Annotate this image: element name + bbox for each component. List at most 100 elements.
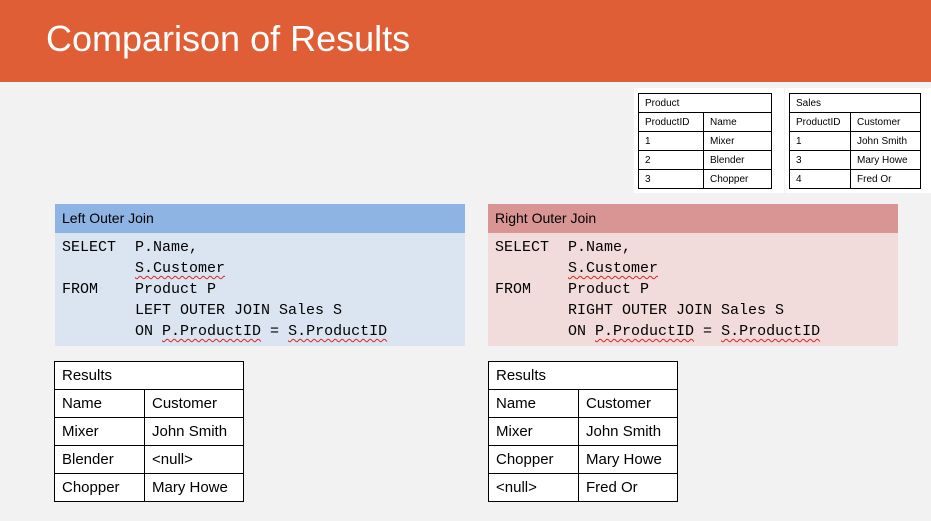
- table-cell: Mixer: [488, 417, 579, 446]
- table-header-cell: Customer: [144, 389, 244, 418]
- table-row: ProductID Name: [638, 112, 772, 132]
- table-row: Results: [488, 361, 678, 390]
- code-line: LEFT OUTER JOIN Sales S: [62, 300, 465, 321]
- sql-keyword: FROM: [495, 281, 532, 298]
- table-cell: 2: [638, 150, 704, 170]
- code-line: SELECT P.Name,: [495, 237, 898, 258]
- table-cell: John Smith: [144, 417, 244, 446]
- sql-text: ON: [135, 323, 163, 340]
- table-cell: Blender: [703, 150, 772, 170]
- table-header-cell: Customer: [578, 389, 678, 418]
- table-cell: Mary Howe: [144, 473, 244, 502]
- right-join-panel: Right Outer Join SELECT P.Name, S.Custome…: [488, 204, 898, 346]
- sql-text: RIGHT OUTER JOIN Sales S: [568, 302, 785, 319]
- table-cell: Mary Howe: [578, 445, 678, 474]
- table-cell: 3: [638, 169, 704, 189]
- left-results-table: Results Name Customer Mixer John Smith B…: [54, 361, 244, 502]
- table-row: Sales: [789, 93, 921, 113]
- sql-text: Product P: [135, 281, 217, 298]
- left-join-heading: Left Outer Join: [55, 204, 465, 233]
- sql-text: P.ProductID: [595, 323, 695, 340]
- product-table: Product ProductID Name 1 Mixer 2 Blender…: [638, 93, 772, 189]
- results-caption: Results: [488, 361, 678, 390]
- table-row: Results: [54, 361, 244, 390]
- product-table-panel: Product ProductID Name 1 Mixer 2 Blender…: [634, 88, 784, 193]
- table-cell: 3: [789, 150, 851, 170]
- sales-table-caption: Sales: [789, 93, 921, 113]
- table-row: 4 Fred Or: [789, 169, 921, 189]
- sql-text: S.ProductID: [288, 323, 388, 340]
- table-row: ProductID Customer: [789, 112, 921, 132]
- table-header-cell: Customer: [850, 112, 921, 132]
- sql-keyword: SELECT: [62, 239, 117, 256]
- right-join-code: SELECT P.Name, S.Customer FROM Product P R…: [488, 233, 898, 346]
- sql-text: LEFT OUTER JOIN Sales S: [135, 302, 343, 319]
- table-row: Name Customer: [488, 389, 678, 418]
- table-row: 2 Blender: [638, 150, 772, 170]
- table-cell: Blender: [54, 445, 145, 474]
- table-cell: Fred Or: [850, 169, 921, 189]
- table-cell: Mixer: [703, 131, 772, 151]
- table-header-cell: Name: [488, 389, 579, 418]
- table-cell: <null>: [488, 473, 579, 502]
- table-row: 3 Chopper: [638, 169, 772, 189]
- table-row: 3 Mary Howe: [789, 150, 921, 170]
- sql-text: =: [261, 323, 289, 340]
- code-line: FROM Product P: [62, 279, 465, 300]
- results-caption: Results: [54, 361, 244, 390]
- table-row: 1 John Smith: [789, 131, 921, 151]
- table-row: Product: [638, 93, 772, 113]
- sql-text: S.Customer: [568, 260, 659, 277]
- table-row: Mixer John Smith: [54, 417, 244, 446]
- table-header-cell: Name: [703, 112, 772, 132]
- table-cell: Chopper: [488, 445, 579, 474]
- table-header-cell: ProductID: [789, 112, 851, 132]
- table-cell: Mary Howe: [850, 150, 921, 170]
- slide-title: Comparison of Results: [46, 18, 411, 59]
- sales-table: Sales ProductID Customer 1 John Smith 3 …: [789, 93, 921, 189]
- table-row: Mixer John Smith: [488, 417, 678, 446]
- sql-text: P.Name,: [135, 239, 199, 256]
- sql-text: S.ProductID: [721, 323, 821, 340]
- code-line: S.Customer: [495, 258, 898, 279]
- right-results-table: Results Name Customer Mixer John Smith C…: [488, 361, 678, 502]
- table-row: Name Customer: [54, 389, 244, 418]
- table-row: Chopper Mary Howe: [488, 445, 678, 474]
- title-bar: Comparison of Results: [0, 0, 931, 82]
- right-join-heading: Right Outer Join: [488, 204, 898, 233]
- code-line: FROM Product P: [495, 279, 898, 300]
- sql-text: =: [694, 323, 722, 340]
- table-row: <null> Fred Or: [488, 473, 678, 502]
- table-row: 1 Mixer: [638, 131, 772, 151]
- sql-keyword: SELECT: [495, 239, 550, 256]
- table-cell: Fred Or: [578, 473, 678, 502]
- table-header-cell: ProductID: [638, 112, 704, 132]
- sales-table-panel: Sales ProductID Customer 1 John Smith 3 …: [785, 88, 931, 193]
- table-cell: John Smith: [850, 131, 921, 151]
- code-line: SELECT P.Name,: [62, 237, 465, 258]
- code-line: ON P.ProductID = S.ProductID: [495, 321, 898, 342]
- left-join-panel: Left Outer Join SELECT P.Name, S.Customer…: [55, 204, 465, 346]
- sql-text: P.Name,: [568, 239, 632, 256]
- table-cell: John Smith: [578, 417, 678, 446]
- sql-text: ON: [568, 323, 596, 340]
- table-row: Chopper Mary Howe: [54, 473, 244, 502]
- table-row: Blender <null>: [54, 445, 244, 474]
- code-line: RIGHT OUTER JOIN Sales S: [495, 300, 898, 321]
- table-cell: Chopper: [703, 169, 772, 189]
- sql-text: Product P: [568, 281, 650, 298]
- sql-text: P.ProductID: [162, 323, 262, 340]
- table-cell: Mixer: [54, 417, 145, 446]
- table-cell: Chopper: [54, 473, 145, 502]
- table-header-cell: Name: [54, 389, 145, 418]
- table-cell: 1: [638, 131, 704, 151]
- product-table-caption: Product: [638, 93, 772, 113]
- table-cell: 1: [789, 131, 851, 151]
- left-join-code: SELECT P.Name, S.Customer FROM Product P L…: [55, 233, 465, 346]
- sql-text: S.Customer: [135, 260, 226, 277]
- code-line: S.Customer: [62, 258, 465, 279]
- sql-keyword: FROM: [62, 281, 99, 298]
- table-cell: <null>: [144, 445, 244, 474]
- code-line: ON P.ProductID = S.ProductID: [62, 321, 465, 342]
- table-cell: 4: [789, 169, 851, 189]
